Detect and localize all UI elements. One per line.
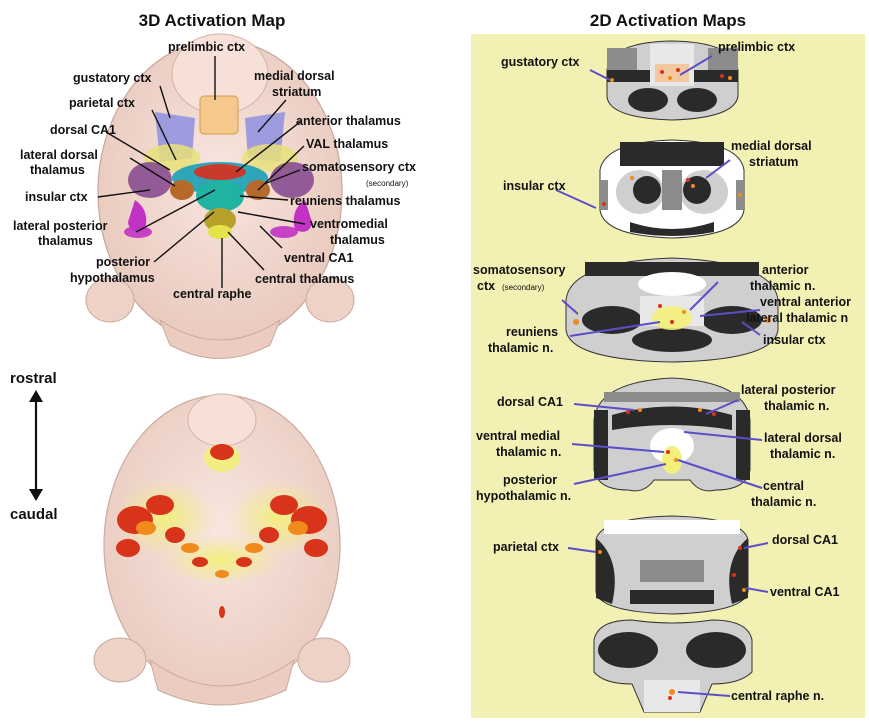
label-s3-reuniens-2: thalamic n. [488, 341, 553, 355]
label-s4-dorsal-ca1: dorsal CA1 [497, 395, 563, 409]
rostral-caudal-axis: rostral caudal [10, 370, 58, 523]
label-s4-lateral-dorsal-2: thalamic n. [770, 447, 835, 461]
label-s4-lateral-dorsal-1: lateral dorsal [764, 431, 842, 445]
label-s3-somatosensory-2: ctx [477, 279, 495, 293]
label-lateral-posterior-thalamus-2: thalamus [38, 234, 93, 248]
brain-3d-activation [94, 394, 350, 705]
label-s3-secondary: (secondary) [502, 283, 545, 292]
label-somatosensory-ctx: somatosensory ctx [302, 160, 416, 174]
brain-slice-5 [596, 516, 748, 614]
label-central-thalamus: central thalamus [255, 272, 354, 286]
label-s2-insular: insular ctx [503, 179, 566, 193]
label-gustatory-ctx: gustatory ctx [73, 71, 152, 85]
label-parietal-ctx: parietal ctx [69, 96, 135, 110]
label-reuniens-thalamus: reuniens thalamus [290, 194, 400, 208]
label-s4-central-1: central [763, 479, 804, 493]
label-lateral-dorsal-thalamus-2: thalamus [30, 163, 85, 177]
label-anterior-thalamus: anterior thalamus [296, 114, 401, 128]
label-s4-lateral-posterior-1: lateral posterior [741, 383, 836, 397]
slices-panel [471, 34, 865, 718]
label-lateral-posterior-thalamus-1: lateral posterior [13, 219, 108, 233]
label-insular-ctx: insular ctx [25, 190, 88, 204]
label-s1-gustatory: gustatory ctx [501, 55, 580, 69]
label-val-thalamus: VAL thalamus [306, 137, 388, 151]
label-s3-reuniens-1: reuniens [506, 325, 558, 339]
label-s4-posterior-hypo-1: posterior [503, 473, 557, 487]
label-s5-dorsal-ca1: dorsal CA1 [772, 533, 838, 547]
label-s3-ventral-anterior-2: lateral thalamic n [746, 311, 848, 325]
label-s4-lateral-posterior-2: thalamic n. [764, 399, 829, 413]
title-3d-map: 3D Activation Map [139, 11, 286, 30]
label-prelimbic-ctx: prelimbic ctx [168, 40, 245, 54]
label-secondary: (secondary) [366, 179, 409, 188]
label-s5-ventral-ca1: ventral CA1 [770, 585, 840, 599]
label-s3-ventral-anterior-1: ventral anterior [760, 295, 851, 309]
label-s1-prelimbic: prelimbic ctx [718, 40, 795, 54]
label-s2-medial-dorsal-2: striatum [749, 155, 798, 169]
label-s3-anterior-1: anterior [762, 263, 809, 277]
label-s4-ventral-medial-2: thalamic n. [496, 445, 561, 459]
brain-slice-2 [600, 140, 744, 238]
label-s2-medial-dorsal-1: medial dorsal [731, 139, 812, 153]
title-2d-maps: 2D Activation Maps [590, 11, 746, 30]
label-s4-ventral-medial-1: ventral medial [476, 429, 560, 443]
label-s3-insular: insular ctx [763, 333, 826, 347]
label-s4-central-2: thalamic n. [751, 495, 816, 509]
label-medial-dorsal-striatum-2: striatum [272, 85, 321, 99]
label-medial-dorsal-striatum-1: medial dorsal [254, 69, 335, 83]
label-dorsal-ca1: dorsal CA1 [50, 123, 116, 137]
label-rostral: rostral [10, 370, 57, 387]
label-ventromedial-thalamus-2: thalamus [330, 233, 385, 247]
label-s4-posterior-hypo-2: hypothalamic n. [476, 489, 571, 503]
label-s5-parietal: parietal ctx [493, 540, 559, 554]
label-ventral-ca1: ventral CA1 [284, 251, 354, 265]
label-lateral-dorsal-thalamus-1: lateral dorsal [20, 148, 98, 162]
label-posterior-hypothalamus-2: hypothalamus [70, 271, 155, 285]
label-central-raphe: central raphe [173, 287, 252, 301]
label-s6-central-raphe: central raphe n. [731, 689, 824, 703]
label-caudal: caudal [10, 506, 58, 523]
label-ventromedial-thalamus-1: ventromedial [310, 217, 388, 231]
label-s3-somatosensory-1: somatosensory [473, 263, 565, 277]
brain-slice-3 [566, 258, 778, 362]
label-posterior-hypothalamus-1: posterior [96, 255, 150, 269]
label-s3-anterior-2: thalamic n. [750, 279, 815, 293]
